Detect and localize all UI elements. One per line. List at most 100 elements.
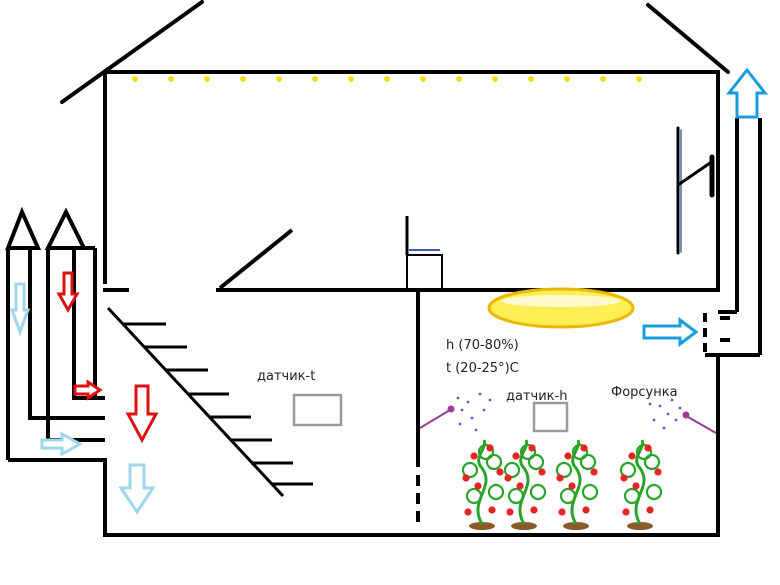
tomato-fruit [464,508,472,516]
duct-outer-inner-wall [28,248,105,420]
plant-leaf [487,483,505,501]
tomato-fruit [488,506,496,514]
mist-droplet [474,428,478,432]
plant-leaf [485,453,503,471]
left-nozzle-spray-nozzle-icon [447,405,455,413]
plant-stem [518,439,530,525]
duct-inner-right-wall [72,248,105,400]
plant-leaf [555,461,573,479]
tomato-fruit [620,474,628,482]
lamp-glow [487,287,635,329]
tomato-fruit [558,508,566,516]
tomato-plant-icon [461,439,505,530]
humidity-label: h (70-80%) [446,338,519,353]
plant-leaf [623,487,641,505]
plant-leaf [465,487,483,505]
plant-leaf [635,443,653,461]
tomato-fruit [622,508,630,516]
right-exhaust-duct [705,118,762,357]
plant-leaf [477,443,495,461]
tomato-fruit [538,468,546,476]
mist-droplet [662,426,666,430]
tomato-fruit [530,506,538,514]
plant-leaf [461,461,479,479]
plant-leaf [529,483,547,501]
sensor-t-label: датчик-t [257,369,315,384]
tomato-fruit [516,482,524,490]
duct-inner-head-arrow-icon [44,207,88,250]
tomato-fruit [474,482,482,490]
plant-leaf [519,443,537,461]
plant-leaf [645,483,663,501]
exhaust-vent-grille [703,313,730,352]
left-nozzle-pipe [419,409,451,429]
soil-mound [627,522,653,530]
mist-droplet [652,418,656,422]
plant-leaf [579,453,597,471]
left-vent-ducts [5,206,105,462]
mist-droplet [678,406,682,410]
mist-droplet [670,398,674,402]
plant-stem [476,439,488,525]
garland-bulb [528,76,534,82]
garland-bulb [384,76,390,82]
garland-bulb [204,76,210,82]
tomato-fruit [504,474,512,482]
right-nozzle-spray-nozzle-icon [682,411,690,419]
staircase [106,306,313,498]
sensor-t-box-icon [292,393,343,427]
plant-leaf [571,443,589,461]
roof-left-slope [60,0,204,104]
mist-droplet [466,400,470,404]
roof-right-slope [646,3,730,74]
exhaust-right-arrow-icon [642,317,699,347]
garland-bulb [168,76,174,82]
mirror-bracket [676,161,712,187]
toilet-icon [405,216,443,290]
cold-down-arrow-icon [9,282,31,337]
tomato-plants [461,439,663,530]
plant-stem [634,439,646,525]
soil-mound [563,522,589,530]
sensor-h-box-icon [532,401,569,433]
toilet-bowl [406,254,443,290]
tomato-fruit [654,468,662,476]
exhaust-up-arrow-icon [725,67,769,119]
flow-arrows [9,67,769,515]
tomato-fruit [470,452,478,460]
garland-bulb [420,76,426,82]
tomato-fruit [528,444,536,452]
mist-droplet [470,416,474,420]
plant-leaf [619,461,637,479]
warm-down-inside-arrow-icon [125,384,159,444]
plant-stem [570,439,582,525]
cold-right-arrow-icon [40,431,84,457]
plant-leaf [527,453,545,471]
garland-bulb [456,76,462,82]
tomato-fruit [506,508,514,516]
plant-leaf [507,487,525,505]
plant-leaf [503,461,521,479]
sensor-h-label: датчик-h [506,389,567,404]
soil-mound [511,522,537,530]
tomato-fruit [580,444,588,452]
grow-lamp-icon [487,287,635,329]
tomato-fruit [582,506,590,514]
garland-bulb [564,76,570,82]
wall-mirror-icon [676,126,715,255]
mist-droplets [456,392,682,432]
stair-stringer [106,306,285,498]
nozzle-label: Форсунка [611,385,678,400]
tomato-fruit [632,482,640,490]
garland-bulb [312,76,318,82]
mist-droplet [458,422,462,426]
mist-droplet [658,404,662,408]
mist-droplet [456,396,460,400]
tomato-fruit [486,444,494,452]
garland-bulb [276,76,282,82]
mist-droplet [648,402,652,406]
plant-leaf [643,453,661,471]
garland-bulb [492,76,498,82]
tomato-fruit [564,452,572,460]
